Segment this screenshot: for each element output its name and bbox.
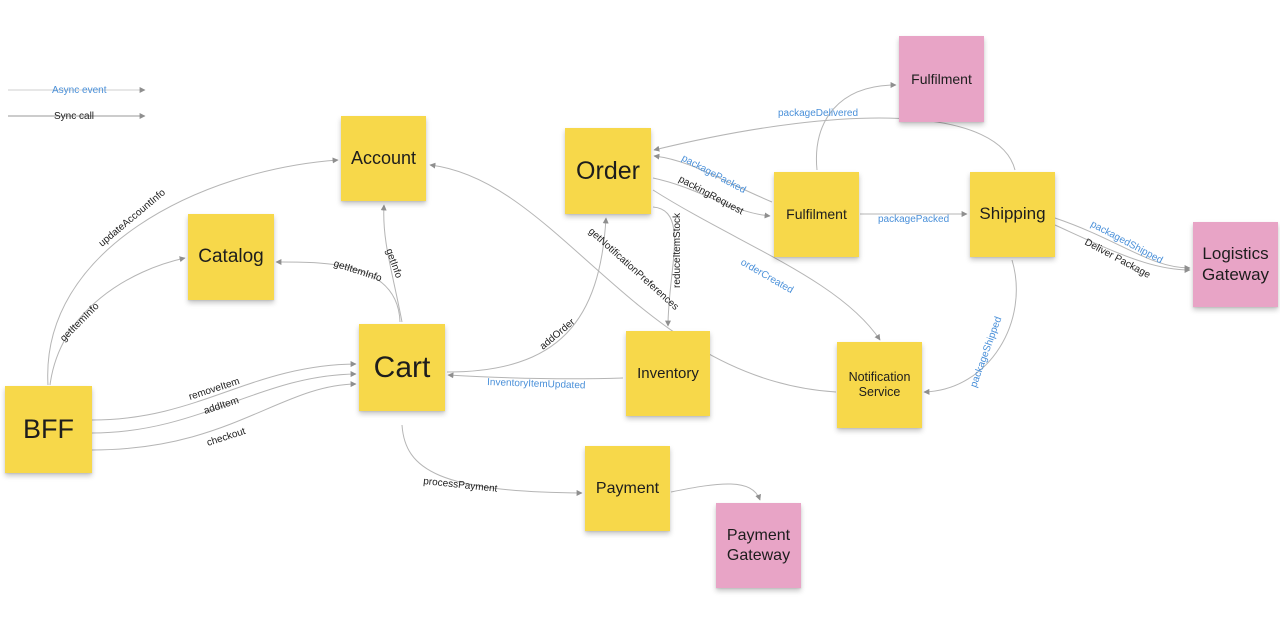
label-getNotificationPreferences: getNotificationPreferences <box>586 226 681 313</box>
label-packagePacked-shipping: packagePacked <box>878 214 949 225</box>
note-catalog[interactable]: Catalog <box>188 214 274 300</box>
edge-fulfilment-ext[interactable] <box>815 82 897 171</box>
note-account[interactable]: Account <box>341 116 426 201</box>
note-payment[interactable]: Payment <box>585 446 670 531</box>
label-updateAccountInfo: updateAccountInfo <box>97 187 168 249</box>
note-fulfilment-label: Fulfilment <box>786 206 847 223</box>
label-addOrder: addOrder <box>538 316 578 352</box>
note-logistics-gateway-label: Logistics Gateway <box>1201 244 1270 284</box>
note-bff-label: BFF <box>23 414 74 445</box>
note-fulfilment-ext-label: Fulfilment <box>911 70 972 87</box>
edge-addItem[interactable] <box>91 371 357 434</box>
note-bff[interactable]: BFF <box>5 386 92 473</box>
note-order-label: Order <box>576 157 640 185</box>
edge-packagePacked-order[interactable] <box>653 153 773 203</box>
label-packageDelivered: packageDelivered <box>778 108 858 119</box>
note-notification-service[interactable]: Notification Service <box>837 342 922 428</box>
note-shipping[interactable]: Shipping <box>970 172 1055 257</box>
label-processPayment: processPayment <box>423 476 498 495</box>
note-account-label: Account <box>350 147 417 168</box>
edge-reduceItemStock[interactable] <box>652 206 675 327</box>
edge-removeItem[interactable] <box>91 361 357 421</box>
legend-async-label: Async event <box>52 85 107 96</box>
edge-getItemInfo-cart[interactable] <box>275 258 401 323</box>
note-cart-label: Cart <box>373 350 431 384</box>
label-orderCreated: orderCreated <box>739 257 796 296</box>
edge-getNotificationPreferences[interactable] <box>429 162 837 393</box>
edge-packingRequest[interactable] <box>652 177 771 219</box>
label-reduceItemStock: reduceItemStock <box>672 212 683 288</box>
edge-getItemInfo-bff[interactable] <box>49 256 186 386</box>
edge-addOrder[interactable] <box>446 217 609 373</box>
note-catalog-label: Catalog <box>198 245 264 267</box>
label-getItemInfo-cart: getItemInfo <box>332 258 383 284</box>
edge-checkout[interactable] <box>91 381 357 451</box>
note-payment-gateway[interactable]: Payment Gateway <box>716 503 801 588</box>
edge-packageShipped[interactable] <box>923 259 1017 395</box>
note-shipping-label: Shipping <box>979 204 1046 224</box>
edge-payment-gateway[interactable] <box>670 483 761 501</box>
edge-getInfo[interactable] <box>380 204 403 323</box>
edge-packageDelivered[interactable] <box>653 117 1016 171</box>
label-getItemInfo-bff: getItemInfo <box>58 301 101 344</box>
label-checkout: checkout <box>206 426 248 449</box>
note-inventory-label: Inventory <box>637 364 699 382</box>
edge-Deliver-Package[interactable] <box>1054 224 1191 273</box>
note-payment-label: Payment <box>595 479 660 497</box>
label-getInfo: getInfo <box>383 247 404 280</box>
edge-processPayment[interactable] <box>401 424 583 496</box>
label-packageShipped: packageShipped <box>968 315 1004 389</box>
legend-sync-label: Sync call <box>54 111 94 122</box>
note-notification-service-label: Notification Service <box>848 370 911 399</box>
note-order[interactable]: Order <box>565 128 651 214</box>
note-logistics-gateway[interactable]: Logistics Gateway <box>1193 222 1278 307</box>
note-cart[interactable]: Cart <box>359 324 445 411</box>
note-fulfilment[interactable]: Fulfilment <box>774 172 859 257</box>
legend: Async event Sync call <box>8 85 146 122</box>
edge-updateAccountInfo[interactable] <box>47 157 339 386</box>
edge-InventoryItemUpdated[interactable] <box>447 372 624 380</box>
note-inventory[interactable]: Inventory <box>626 331 710 416</box>
note-fulfilment-ext[interactable]: Fulfilment <box>899 36 984 122</box>
note-payment-gateway-label: Payment Gateway <box>726 527 791 564</box>
label-InventoryItemUpdated: InventoryItemUpdated <box>487 377 586 391</box>
edge-orderCreated[interactable] <box>652 189 881 341</box>
edge-packagedShipped[interactable] <box>1054 217 1191 271</box>
